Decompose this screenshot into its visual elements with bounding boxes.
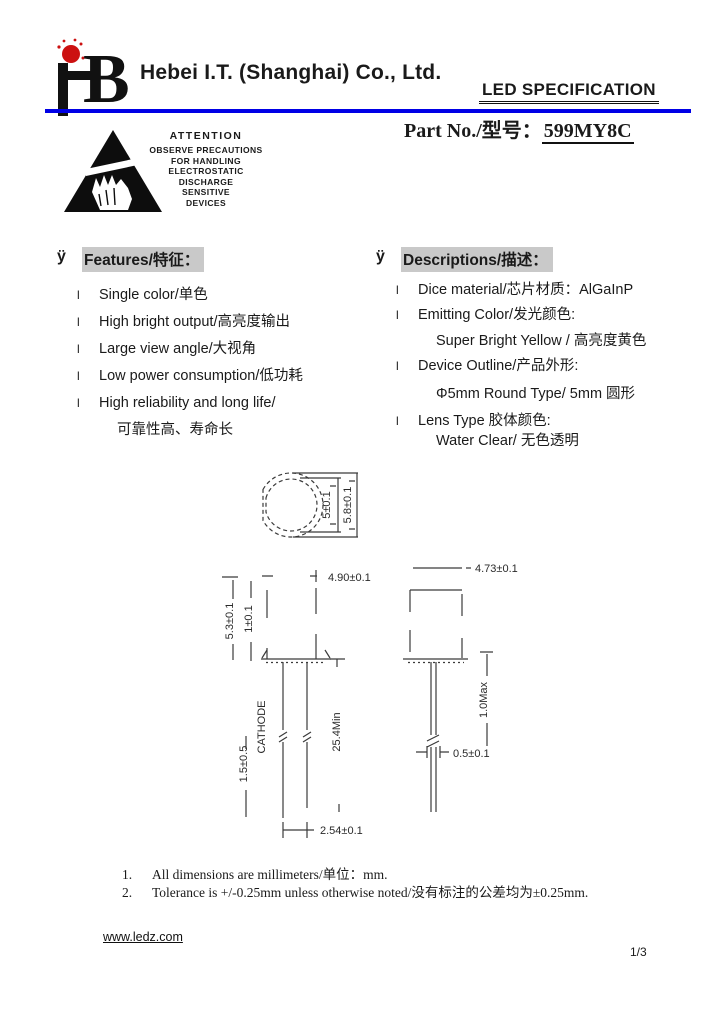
- note-number: 1.: [122, 867, 133, 882]
- attention-title: ATTENTION: [169, 130, 243, 142]
- description-item: Emitting Color/发光颜色:: [418, 307, 576, 323]
- page-number: 1/3: [630, 945, 647, 959]
- dim-flange-diameter: 5.8±0.1: [342, 487, 354, 524]
- feature-item: Single color/单色: [99, 287, 208, 303]
- dim-lead-length: 25.4Min: [331, 712, 343, 751]
- part-number-value: 599MY8C: [541, 120, 634, 144]
- descriptions-title: Descriptions/描述：: [401, 247, 553, 272]
- list-bullet: l: [396, 308, 399, 322]
- attention-line: FOR HANDLING: [171, 155, 241, 166]
- dim-lead-width: 0.5±0.1: [453, 748, 490, 760]
- attention-line: DISCHARGE: [178, 176, 234, 187]
- notes-block: 1. All dimensions are millimeters/单位：mm.…: [122, 866, 588, 902]
- drawing-side-view: 4.73±0.1 1.0Max 0.5±0.1: [403, 563, 518, 812]
- drawing-front-view: 4.90±0.1 5.3±0.1 1±0.1 CATHODE 25.4Min 1…: [222, 570, 371, 838]
- logo-letter: B: [83, 41, 130, 118]
- dim-lens-diameter: 4.90±0.1: [328, 572, 371, 584]
- dim-body-height: 5.3±0.1: [224, 603, 236, 640]
- feature-item: Low power consumption/低功耗: [99, 368, 303, 384]
- description-item: Lens Type 胶体颜色:: [418, 413, 551, 429]
- feature-item-continuation: 可靠性高、寿命长: [117, 422, 233, 438]
- attention-block: ATTENTION OBSERVE PRECAUTIONS FOR HANDLI…: [136, 130, 276, 208]
- descriptions-section: ÿ Descriptions/描述： l Dice material/芯片材质：…: [374, 246, 714, 458]
- part-number-line: Part No./型号：599MY8C: [404, 114, 634, 144]
- dim-epoxy-diameter: 5±0.1: [321, 491, 333, 518]
- features-section: ÿ Features/特征： l Single color/单色 l High …: [55, 246, 371, 446]
- feature-item: High bright output/高亮度输出: [99, 314, 290, 330]
- section-bullet: ÿ: [376, 248, 385, 265]
- led-outline-drawing: 5±0.1 5.8±0.1 4.90±0.1 5.3±0.1 1±0.1 CAT…: [222, 472, 518, 838]
- dim-flange-diameter-side: 4.73±0.1: [475, 563, 518, 575]
- list-bullet: l: [396, 414, 399, 428]
- list-bullet: l: [77, 396, 80, 410]
- feature-item: Large view angle/大视角: [99, 341, 257, 357]
- list-bullet: l: [77, 342, 80, 356]
- cathode-label: CATHODE: [256, 701, 268, 754]
- description-subitem: Water Clear/ 无色透明: [436, 433, 579, 449]
- feature-item: High reliability and long life/: [99, 395, 276, 411]
- list-bullet: l: [77, 288, 80, 302]
- dim-standoff: 1.5±0.5: [238, 746, 250, 783]
- dim-flange-height: 1±0.1: [243, 605, 255, 632]
- description-item: Device Outline/产品外形:: [418, 358, 579, 374]
- note-text: All dimensions are millimeters/单位：mm.: [152, 867, 388, 882]
- description-subitem: Super Bright Yellow / 高亮度黄色: [436, 333, 647, 349]
- list-bullet: l: [77, 315, 80, 329]
- header-divider: [45, 109, 691, 113]
- website-link[interactable]: www.ledz.com: [103, 930, 183, 944]
- description-item: Dice material/芯片材质：AlGaInP: [418, 282, 634, 298]
- description-subitem: Φ5mm Round Type/ 5mm 圆形: [436, 386, 636, 402]
- company-name: Hebei I.T. (Shanghai) Co., Ltd.: [140, 61, 442, 84]
- part-number-label: Part No./型号：: [404, 120, 542, 142]
- dim-flange-thickness: 1.0Max: [478, 681, 490, 718]
- list-bullet: l: [396, 283, 399, 297]
- document-title: LED SPECIFICATION: [479, 80, 659, 104]
- note-number: 2.: [122, 885, 133, 900]
- drawing-top-view: 5±0.1 5.8±0.1: [262, 472, 358, 538]
- list-bullet: l: [396, 359, 399, 373]
- note-text: Tolerance is +/-0.25mm unless otherwise …: [152, 885, 589, 900]
- section-bullet: ÿ: [57, 248, 66, 265]
- attention-line: DEVICES: [185, 197, 227, 208]
- esd-warning-icon: [64, 130, 166, 212]
- company-logo: B: [57, 38, 130, 118]
- attention-line: SENSITIVE: [181, 187, 230, 197]
- attention-line: ELECTROSTATIC: [168, 166, 244, 176]
- list-bullet: l: [77, 369, 80, 383]
- attention-line: OBSERVE PRECAUTIONS: [149, 145, 263, 155]
- dim-lead-pitch: 2.54±0.1: [320, 825, 363, 837]
- led-dot-icon: [57, 38, 85, 63]
- features-title: Features/特征：: [82, 247, 205, 272]
